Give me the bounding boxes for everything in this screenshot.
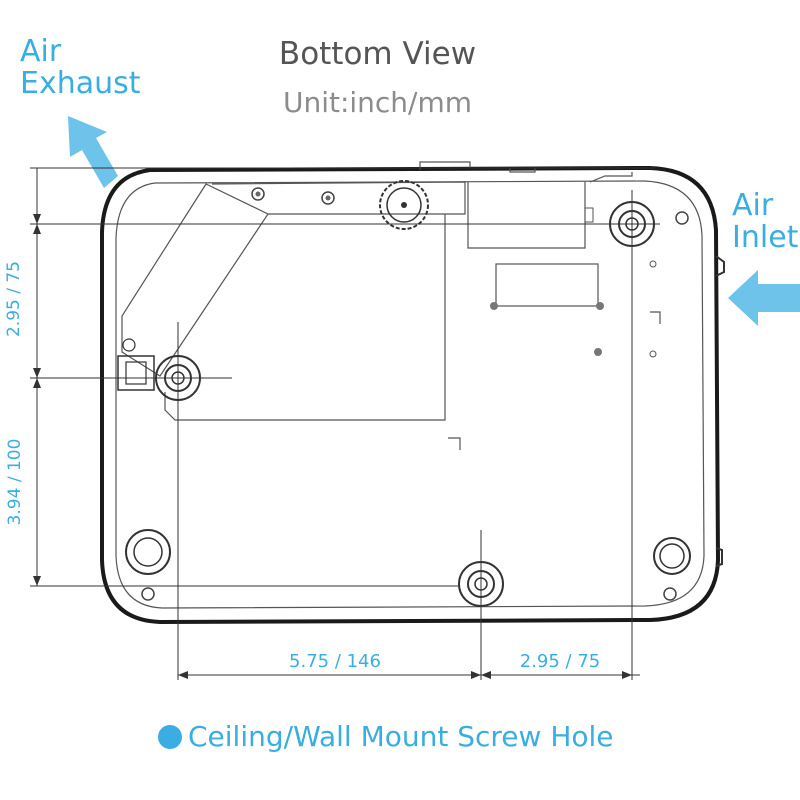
air-exhaust-line1: Air (20, 34, 62, 69)
unit-label: Unit:inch/mm (282, 86, 473, 119)
legend-text: Ceiling/Wall Mount Screw Hole (188, 720, 614, 753)
air-exhaust-arrow-icon (68, 116, 118, 188)
air-inlet-label: Air Inlet (732, 190, 798, 254)
air-inlet-line2: Inlet (732, 220, 799, 255)
air-exhaust-line2: Exhaust (20, 66, 141, 101)
screw-hole-dot-icon (158, 724, 182, 749)
air-exhaust-label: Air Exhaust (20, 36, 141, 100)
diagram-title: Bottom View (278, 36, 477, 72)
bottom-panel (164, 181, 466, 421)
legend: Ceiling/Wall Mount Screw Hole (158, 720, 614, 753)
air-inlet-arrow-icon (728, 270, 800, 326)
dimension-horizontal-left: 5.75 / 146 (289, 651, 381, 672)
adjustment-foot-icon (379, 180, 429, 230)
dimension-horizontal-right: 2.95 / 75 (519, 651, 601, 672)
air-inlet-line1: Air (732, 188, 774, 223)
dimension-vertical-bottom: 3.94 / 100 (5, 438, 25, 526)
projector-inner-rim (115, 180, 705, 609)
dimension-vertical-top: 2.95 / 75 (4, 260, 24, 338)
projector-outline (100, 165, 721, 625)
